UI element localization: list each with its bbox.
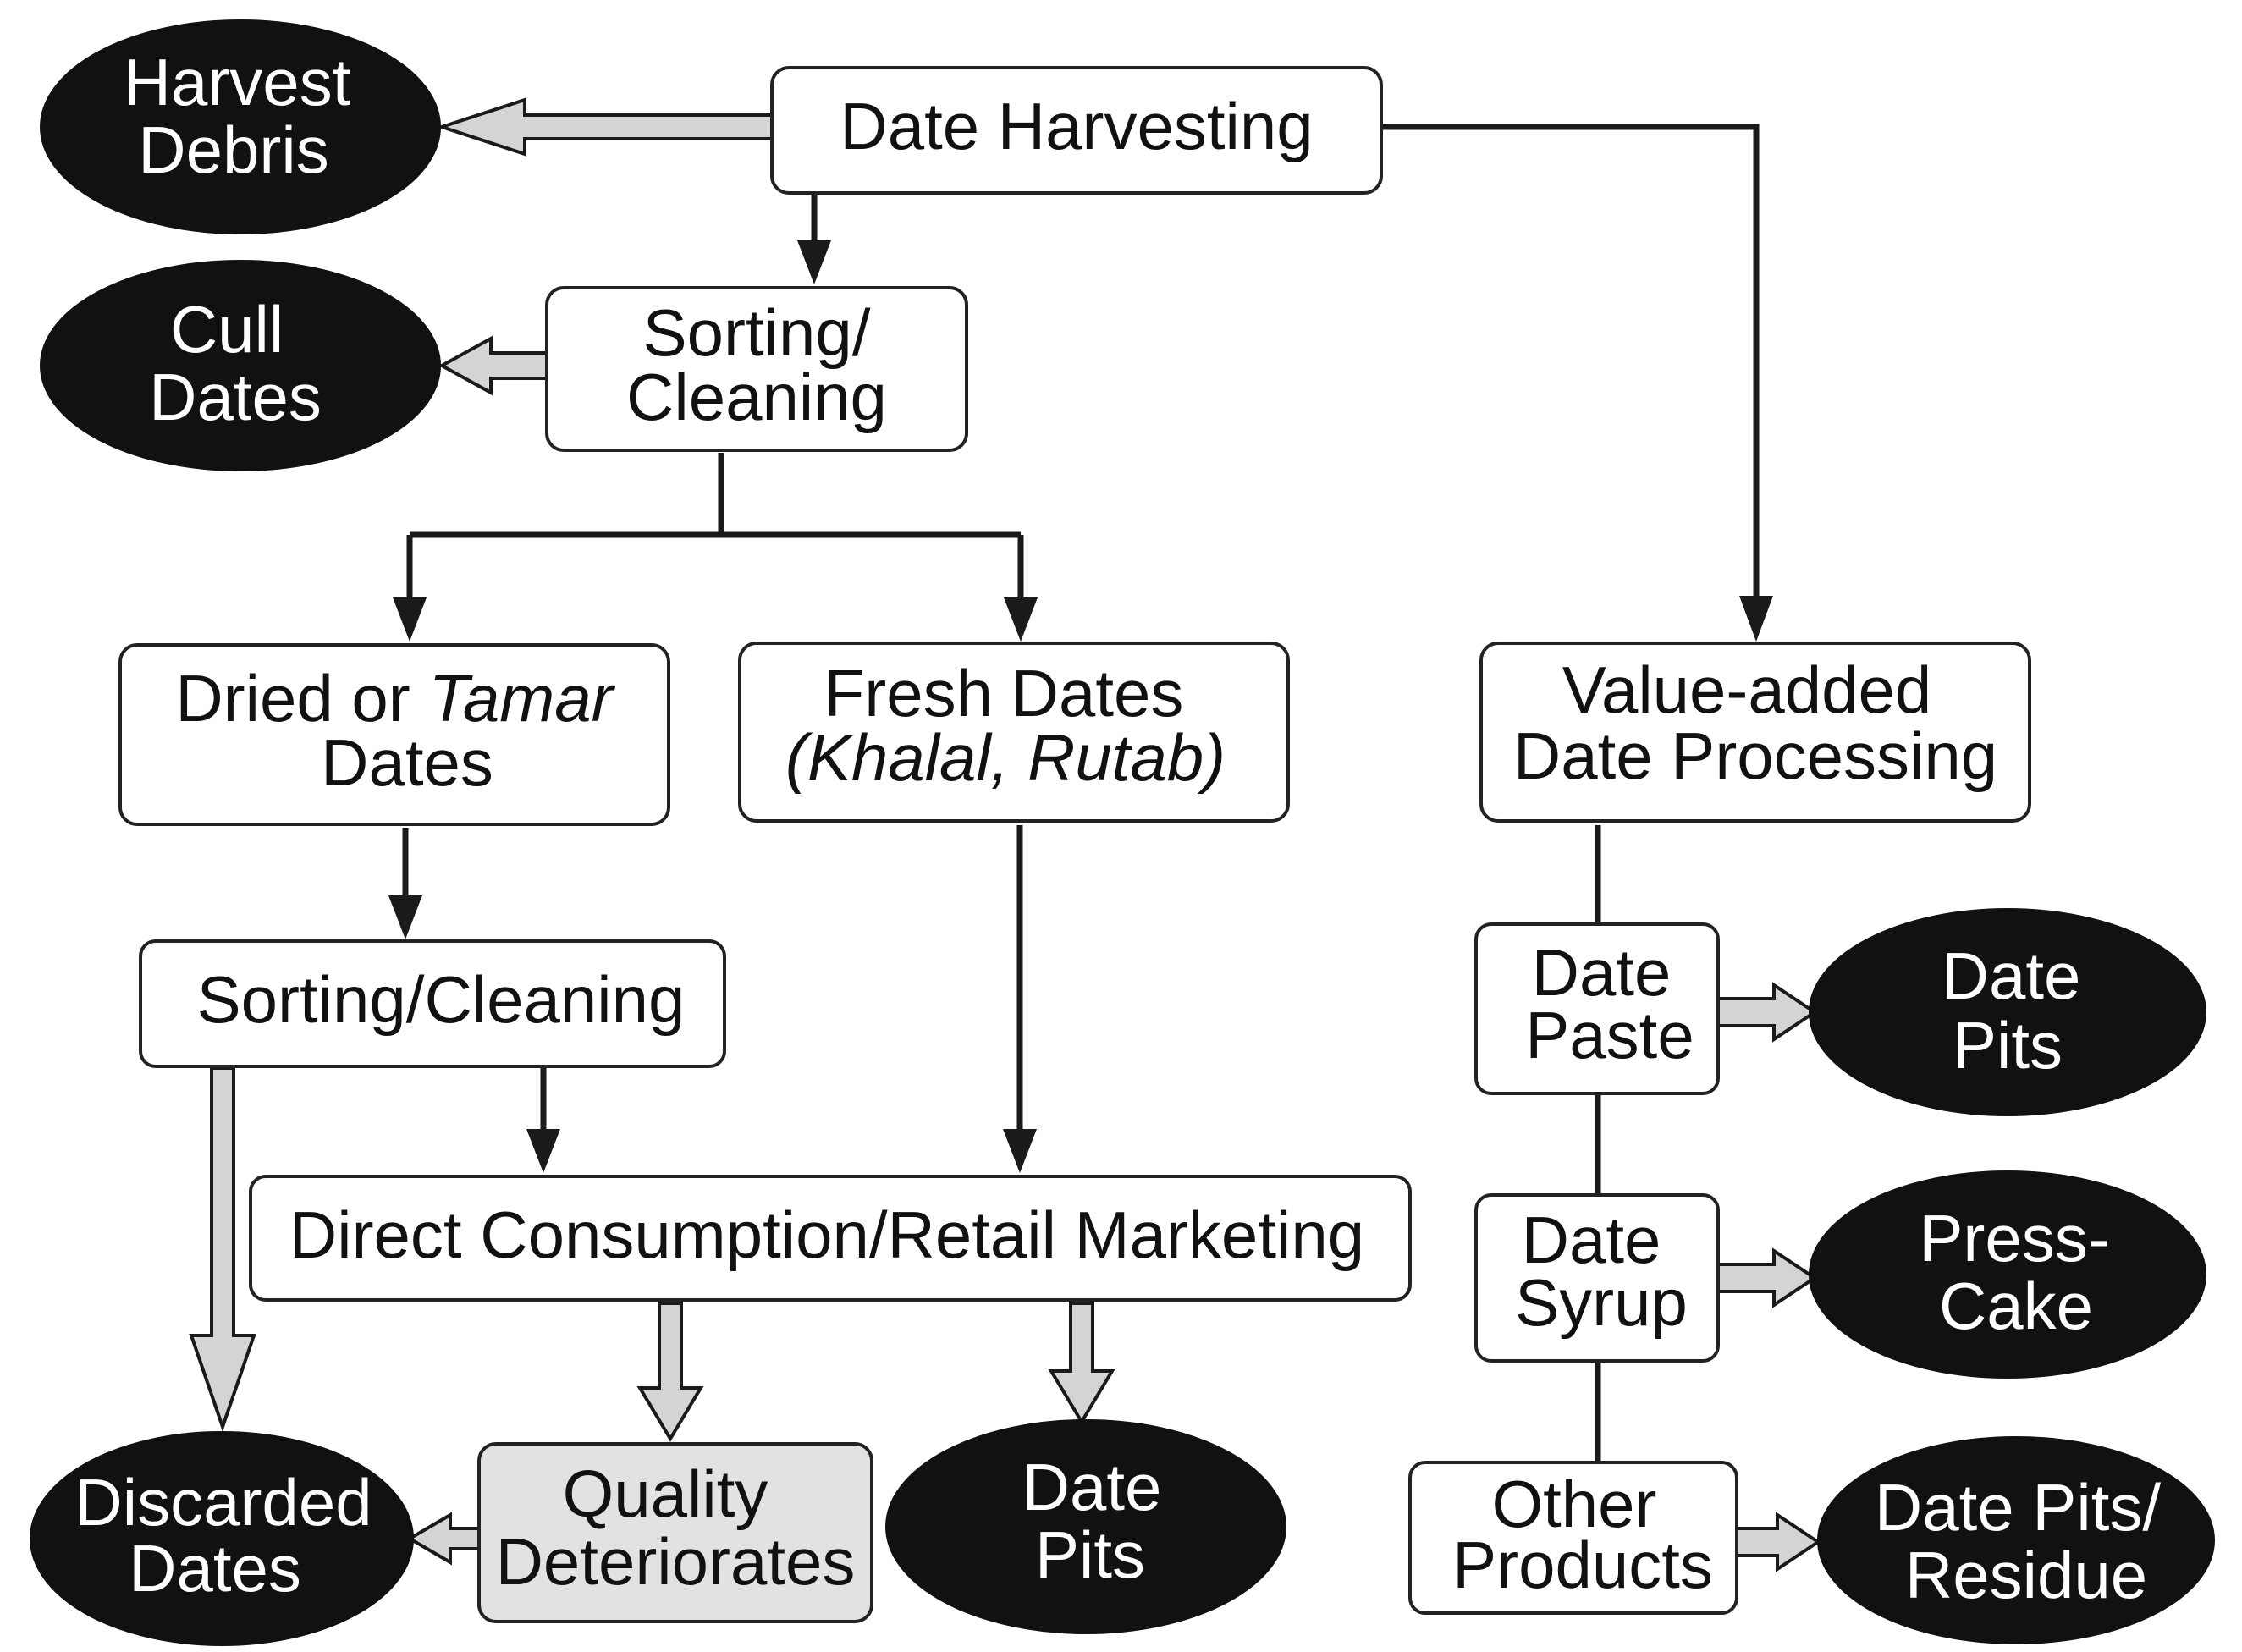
- node-label: Deteriorates: [496, 1524, 856, 1599]
- node-label: Pits: [1953, 1008, 2063, 1082]
- arrowhead-to-fresh: [1004, 597, 1038, 642]
- node-date-paste: Date Paste: [1474, 922, 1720, 1095]
- node-label: Residue: [1905, 1538, 2147, 1612]
- connector-harvest-to-value-added: [1381, 124, 1760, 597]
- node-label: Dates: [149, 360, 322, 434]
- node-value-added-processing: Value-added Date Processing: [1479, 642, 2031, 823]
- arrowhead-harvest-to-sorting: [797, 240, 831, 284]
- node-label: Dates: [321, 725, 493, 800]
- node-label: Sorting/Cleaning: [197, 962, 686, 1037]
- node-direct-consumption: Direct Consumption/Retail Marketing: [249, 1175, 1412, 1302]
- node-label-italic: Tamar: [428, 661, 615, 735]
- node-date-pits-retail: Date Pits: [885, 1419, 1286, 1634]
- node-other-products: Other Products: [1408, 1461, 1738, 1615]
- node-label: Dried or Tamar: [175, 661, 615, 735]
- by-product-arrows: [189, 97, 1821, 1572]
- by-product-arrow-retail-pits: [1048, 1302, 1115, 1425]
- node-label: Syrup: [1515, 1265, 1688, 1340]
- by-product-arrow-harvest-debris: [436, 97, 774, 157]
- node-label: Fresh Dates: [824, 656, 1184, 730]
- node-label: Date: [1522, 1203, 1661, 1277]
- node-sorting-cleaning-2: Sorting/Cleaning: [139, 939, 726, 1068]
- node-label: Cake: [1939, 1269, 2093, 1343]
- node-quality-deteriorates: Quality Deteriorates: [477, 1442, 873, 1623]
- node-date-pits-residue: Date Pits/ Residue: [1817, 1436, 2215, 1644]
- node-date-harvesting: Date Harvesting: [770, 66, 1383, 195]
- node-label: (Khalal, Rutab): [785, 720, 1226, 795]
- node-label: Quality: [563, 1457, 768, 1531]
- node-label: Date: [1942, 939, 2081, 1013]
- arrowhead-to-value-added: [1739, 596, 1773, 642]
- node-label: Value-added: [1562, 653, 1932, 727]
- node-label: Debris: [138, 113, 328, 187]
- node-harvest-debris: Harvest Debris: [40, 19, 441, 234]
- node-label: Discarded: [74, 1465, 372, 1539]
- flow-arrowheads: [388, 240, 1773, 1173]
- node-label: Harvest: [124, 45, 351, 119]
- by-product-arrow-cull-dates: [438, 335, 548, 396]
- node-label: Sorting/: [643, 295, 871, 370]
- arrowhead-sorting2-to-consumption: [526, 1129, 560, 1173]
- arrowhead-to-sorting2: [388, 895, 422, 939]
- node-label-part: Dried or: [175, 661, 428, 735]
- node-label: Date Pits/: [1875, 1470, 2161, 1545]
- node-press-cake: Press- Cake: [1809, 1170, 2206, 1379]
- node-fresh-dates: Fresh Dates (Khalal, Rutab): [738, 642, 1290, 823]
- by-product-arrow-paste-pits: [1716, 982, 1818, 1043]
- node-label: Press-: [1919, 1201, 2109, 1275]
- arrowhead-to-dried: [393, 597, 427, 642]
- node-label: Date: [1022, 1450, 1162, 1524]
- node-label: Paste: [1525, 998, 1694, 1072]
- node-label: Pits: [1035, 1517, 1145, 1592]
- node-label: Products: [1452, 1528, 1713, 1602]
- node-label: Cull: [170, 292, 284, 366]
- node-date-syrup: Date Syrup: [1474, 1193, 1720, 1363]
- node-sorting-cleaning: Sorting/ Cleaning: [545, 286, 968, 452]
- node-label: Date Processing: [1513, 719, 1997, 793]
- node-cull-dates: Cull Dates: [40, 260, 441, 471]
- by-product-arrow-other-residue: [1735, 1512, 1821, 1572]
- by-product-arrow-discarded-from-sorting: [189, 1066, 256, 1433]
- arrowhead-fresh-to-consumption: [1003, 1129, 1037, 1173]
- node-date-pits-paste: Date Pits: [1809, 908, 2206, 1116]
- node-discarded-dates: Discarded Dates: [30, 1431, 414, 1646]
- by-product-arrow-quality: [636, 1302, 704, 1442]
- by-product-arrow-quality-to-discarded: [406, 1512, 481, 1566]
- node-label: Date: [1532, 935, 1672, 1010]
- node-label: Other: [1491, 1467, 1656, 1541]
- by-product-arrow-syrup-presscake: [1716, 1247, 1818, 1308]
- node-label: Direct Consumption/Retail Marketing: [289, 1198, 1364, 1272]
- node-dried-tamar-dates: Dried or Tamar Dates: [118, 643, 670, 826]
- node-label: Cleaning: [626, 360, 887, 434]
- node-label: Date Harvesting: [840, 89, 1313, 163]
- node-label: Dates: [129, 1531, 301, 1605]
